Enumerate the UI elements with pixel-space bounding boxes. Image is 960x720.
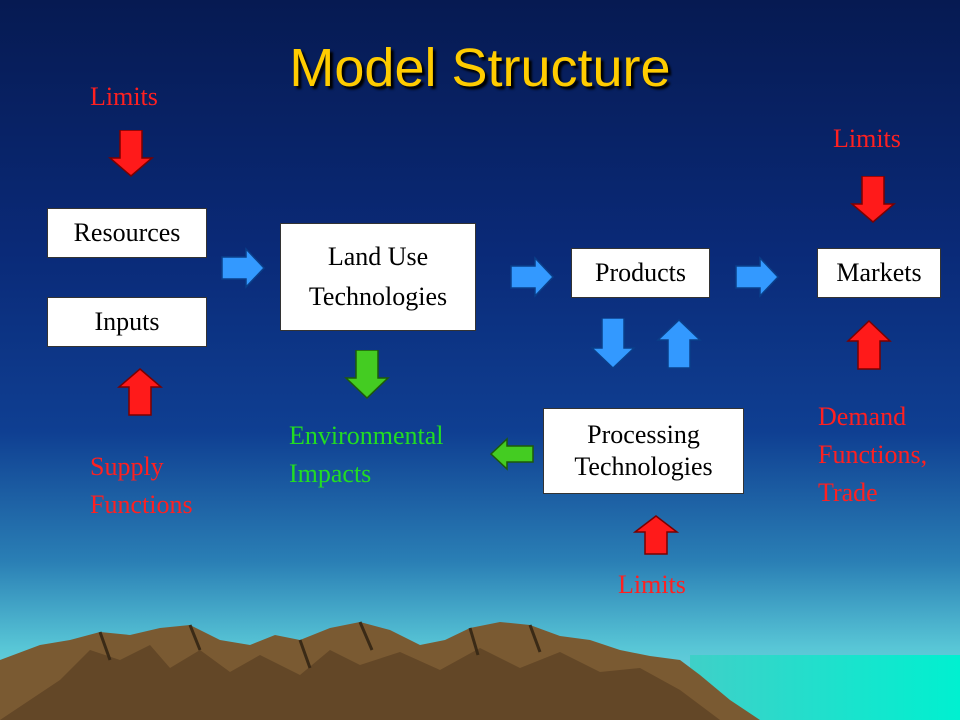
markets-label: Markets	[836, 257, 922, 287]
supply-functions-label: Supply Functions	[90, 448, 193, 524]
resources-box: Resources	[47, 208, 207, 258]
supply-line2: Functions	[90, 490, 193, 519]
mountain-shadow	[0, 645, 720, 720]
slide-title: Model Structure	[289, 38, 671, 98]
constraint-arrow-down-markets	[850, 176, 896, 223]
limits-markets-label: Limits	[833, 124, 901, 153]
inputs-label: Inputs	[94, 306, 160, 336]
environmental-impacts-label: Environmental Impacts	[289, 417, 444, 493]
demand-line1: Demand	[818, 402, 907, 431]
flow-arrow-resources-to-landuse	[221, 247, 266, 289]
products-label: Products	[595, 257, 686, 287]
impact-arrow-landuse-to-environment	[344, 350, 390, 400]
flow-arrow-products-to-markets	[735, 256, 780, 298]
land-use-label-line2: Technologies	[308, 282, 448, 311]
limits-resources-label: Limits	[90, 82, 158, 111]
environmental-line1: Environmental	[289, 421, 444, 450]
impact-arrow-processing-to-environment	[489, 437, 534, 471]
constraint-arrow-up-processing	[633, 515, 679, 555]
environmental-line2: Impacts	[289, 459, 372, 488]
demand-line3: Trade	[818, 478, 878, 507]
markets-box: Markets	[817, 248, 941, 298]
constraint-arrow-up-inputs	[117, 368, 163, 416]
land-use-technologies-box: Land Use Technologies	[280, 223, 476, 331]
supply-line1: Supply	[90, 452, 164, 481]
processing-technologies-box: Processing Technologies	[543, 408, 744, 494]
processing-label-line2: Technologies	[574, 452, 713, 481]
mountain-ridge-highlights	[98, 621, 542, 669]
flow-arrow-processing-to-products	[656, 318, 702, 369]
constraint-arrow-up-markets	[846, 319, 892, 370]
processing-label-line1: Processing	[587, 419, 700, 449]
inputs-box: Inputs	[47, 297, 207, 347]
products-box: Products	[571, 248, 710, 298]
demand-line2: Functions,	[818, 440, 928, 469]
demand-functions-trade-label: Demand Functions, Trade	[818, 398, 927, 512]
resources-label: Resources	[73, 217, 181, 247]
flow-arrow-products-to-processing	[590, 318, 636, 370]
limits-processing-label: Limits	[618, 570, 686, 599]
flow-arrow-landuse-to-products	[510, 256, 555, 298]
constraint-arrow-down-resources	[108, 130, 154, 177]
land-use-label-line1: Land Use	[327, 242, 429, 271]
